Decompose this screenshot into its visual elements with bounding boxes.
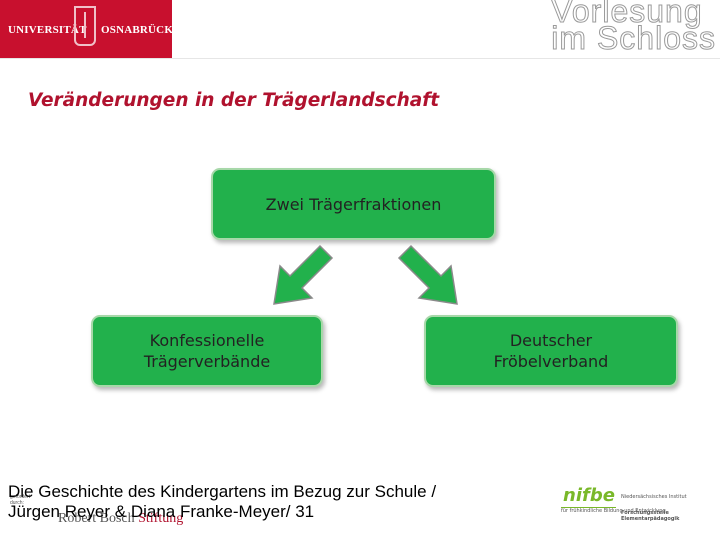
box-zwei-traegerfraktionen: Zwei Trägerfraktionen [211,168,496,240]
footer-citation: Die Geschichte des Kindergartens im Bezu… [8,482,436,522]
box-deutscher-froebelverband: Deutscher Fröbelverband [424,315,678,387]
university-crest-icon [74,6,96,46]
box-konfessionelle-traegerverbaende: Konfessionelle Trägerverbände [91,315,323,387]
nifbe-forschungsstelle-line2: Elementarpädagogik [621,516,680,522]
arrow-down-right-icon [397,244,458,305]
box-right-label-line2: Fröbelverband [493,352,609,371]
footer-citation-line2: Jürgen Reyer & Diana Franke-Meyer/ 31 [8,502,315,521]
nifbe-forschungsstelle-line1: Forschungsstelle [621,510,669,516]
vorlesung-logo-line2: im Schloss [551,20,716,56]
slide-title: Veränderungen in der Trägerlandschaft [28,90,440,111]
nifbe-institut-name: Niedersächsisches Institut [621,494,687,500]
header-bar: UNIVERSITÄT OSNABRÜCK Vorlesung im Schlo… [0,0,720,58]
vorlesung-logo: Vorlesung im Schloss [551,0,716,56]
robert-bosch-stiftung-logo: Robert Bosch Stiftung [58,511,183,527]
university-logo: UNIVERSITÄT OSNABRÜCK [0,0,172,58]
bosch-name: Robert Bosch [58,511,135,526]
header-divider [0,58,720,59]
vorlesung-logo-line1: Vorlesung [551,0,703,29]
bosch-stiftung: Stiftung [138,511,184,526]
bosch-funding-note: gefördert durch: [10,494,40,506]
arrow-down-left-icon [273,244,334,305]
bosch-funding-note-line2: durch: [10,500,24,506]
bosch-funding-note-line1: gefördert [10,494,31,500]
nifbe-wordmark: nifbe [563,485,615,506]
nifbe-underline [561,507,616,508]
box-right-label-line1: Deutscher [509,331,593,350]
box-left-label-line2: Trägerverbände [143,352,271,371]
nifbe-logo: nifbe für frühkindliche Bildung und Entw… [561,481,716,522]
university-name-left: UNIVERSITÄT [8,24,87,36]
box-left-label-line1: Konfessionelle [149,331,265,350]
university-name-right: OSNABRÜCK [101,24,172,36]
box-top-label: Zwei Trägerfraktionen [265,194,442,214]
footer-citation-line1: Die Geschichte des Kindergartens im Bezu… [8,482,437,501]
nifbe-subtitle: für frühkindliche Bildung und Entwicklun… [561,508,666,514]
nifbe-forschungsstelle: Forschungsstelle Elementarpädagogik [621,510,679,522]
